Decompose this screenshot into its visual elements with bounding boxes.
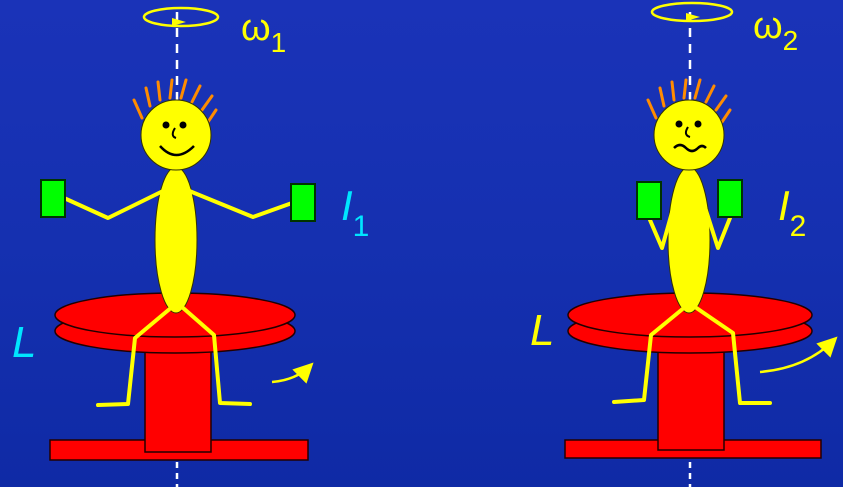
left-inertia-label: I1	[341, 182, 369, 243]
right-head	[653, 99, 725, 171]
left-torso	[154, 166, 198, 314]
left-arm-left	[62, 188, 167, 220]
left-hair	[132, 78, 218, 124]
left-scene: ω1 I1 L	[12, 6, 369, 487]
left-arm-right	[185, 188, 294, 219]
left-momentum-label: L	[12, 318, 36, 367]
right-face-worried	[673, 120, 707, 153]
left-face-happy	[159, 121, 195, 157]
right-leg-right	[693, 305, 772, 405]
right-hair	[646, 78, 732, 124]
right-leg-left	[612, 305, 687, 404]
right-arm-left	[648, 196, 678, 250]
right-momentum-label: L	[530, 306, 554, 355]
right-weight-left	[636, 181, 662, 220]
left-leg-left	[96, 305, 174, 407]
right-pedestal	[657, 344, 725, 451]
right-rotation-arrowhead	[686, 13, 700, 21]
left-leg-right	[180, 305, 252, 406]
right-weight-right	[717, 179, 743, 218]
left-rotation-arrowhead	[172, 18, 186, 26]
left-head	[140, 99, 212, 171]
left-omega-label: ω1	[241, 7, 286, 58]
right-scene: ω2 I2 L	[530, 1, 838, 487]
left-pedestal	[144, 344, 212, 453]
right-omega-label: ω2	[753, 5, 798, 56]
right-inertia-label: I2	[778, 182, 806, 243]
left-spin-arrow	[271, 362, 314, 384]
left-weight-left	[40, 179, 66, 218]
right-arm-right	[700, 196, 732, 250]
right-rotation-indicator	[650, 1, 734, 23]
right-spin-arrow	[759, 336, 838, 374]
right-torso	[667, 166, 711, 314]
left-rotation-indicator	[142, 6, 220, 28]
left-weight-right	[290, 183, 316, 222]
